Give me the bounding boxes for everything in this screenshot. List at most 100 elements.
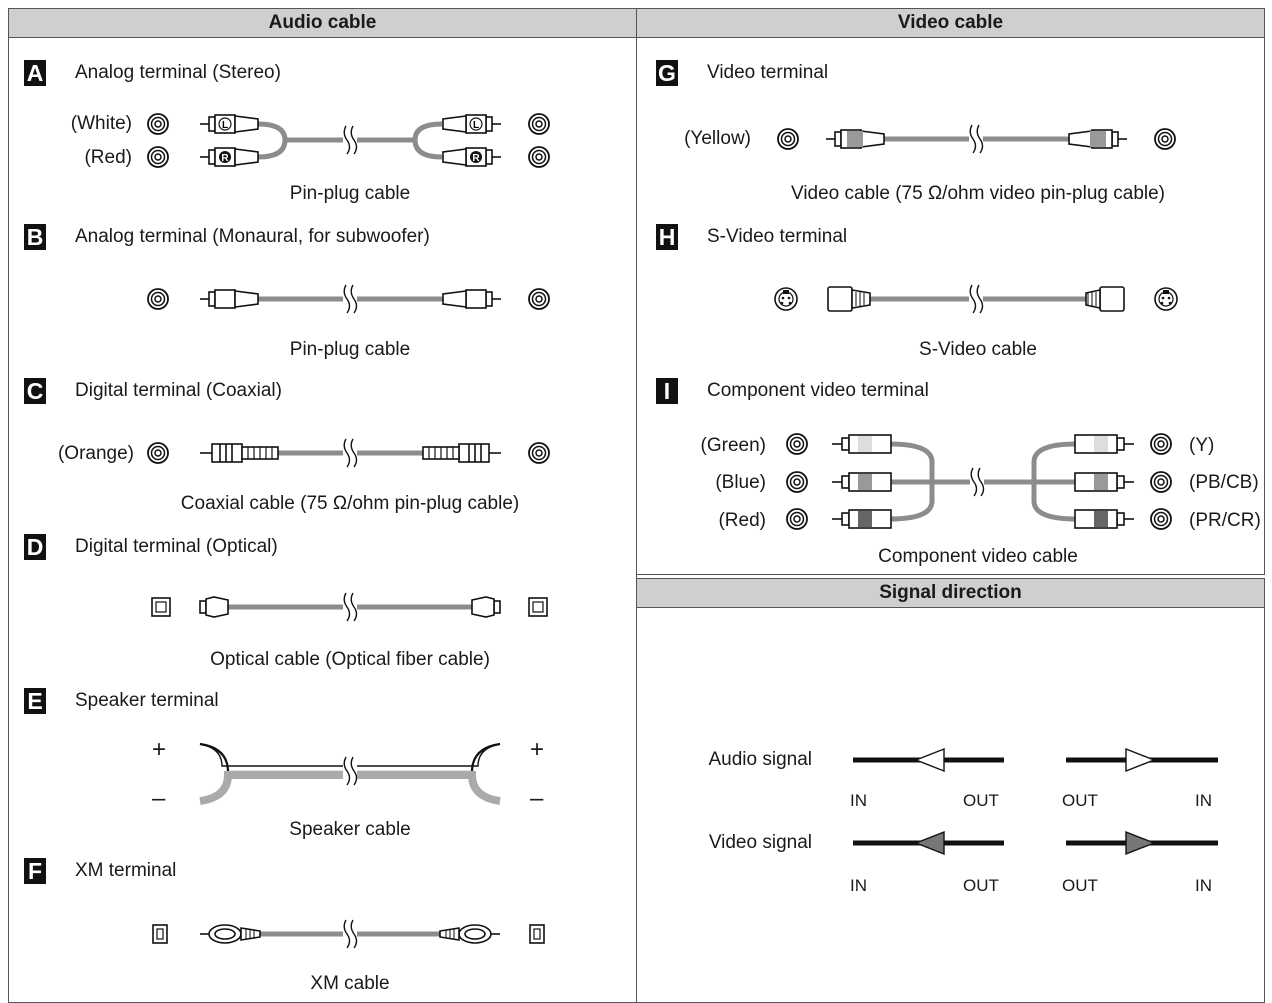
red-channel-label: (Red): [84, 147, 132, 168]
pb-cb-label: (PB/CB): [1189, 472, 1259, 493]
section-b-title: Analog terminal (Monaural, for subwoofer…: [75, 226, 430, 247]
left-plug: [199, 289, 259, 309]
y-output-jack: [1150, 433, 1172, 455]
optical-output-jack: [528, 597, 548, 617]
section-a-badge: A: [24, 60, 46, 86]
section-i-title: Component video terminal: [707, 380, 929, 401]
audio-right-arrow-head: [1125, 747, 1156, 773]
speaker-minus-right: –: [530, 785, 544, 812]
coaxial-input-jack: [147, 442, 169, 464]
xm-right-plug: [439, 924, 500, 944]
section-g-cable-name: Video cable (75 Ω/ohm video pin-plug cab…: [790, 183, 1166, 204]
component-right-plugs: [1074, 434, 1134, 529]
svg-text:L: L: [222, 120, 228, 131]
xm-output-jack: [529, 924, 545, 944]
yellow-input-jack: [777, 128, 799, 150]
white-output-jack: [528, 113, 550, 135]
video-left-out: OUT: [963, 876, 999, 895]
section-d-cable-name: Optical cable (Optical fiber cable): [210, 649, 490, 670]
video-signal-label: Video signal: [708, 832, 812, 853]
optical-right-plug: [471, 596, 501, 618]
section-i-badge: I: [656, 378, 678, 404]
section-b-drawing: [147, 284, 550, 314]
component-red-label: (Red): [718, 510, 766, 531]
video-left-in: IN: [850, 876, 867, 895]
section-a-title: Analog terminal (Stereo): [75, 62, 281, 83]
red-output-jack: [528, 146, 550, 168]
xm-input-jack: [152, 924, 168, 944]
orange-label: (Orange): [57, 443, 134, 464]
yellow-output-jack: [1154, 128, 1176, 150]
svg-text:L: L: [473, 120, 479, 131]
audio-signal-label: Audio signal: [708, 749, 812, 770]
white-channel-label: (White): [70, 113, 132, 134]
pr-cr-label: (PR/CR): [1189, 510, 1261, 531]
pb-output-jack: [1150, 471, 1172, 493]
red-input-jack: [147, 146, 169, 168]
svg-text:R: R: [472, 153, 480, 164]
audio-right-in: IN: [1195, 791, 1212, 810]
speaker-plus-right: +: [530, 736, 545, 763]
audio-left-out: OUT: [963, 791, 999, 810]
output-jack: [528, 288, 550, 310]
section-a-drawing: L R L R: [147, 113, 550, 168]
section-e-cable-name: Speaker cable: [289, 819, 411, 840]
section-c-badge: C: [24, 378, 46, 404]
video-cable-header: Video cable: [636, 8, 1265, 38]
coaxial-output-jack: [528, 442, 550, 464]
video-right-out: OUT: [1062, 876, 1098, 895]
section-h-drawing: [774, 284, 1178, 314]
speaker-minus-left: –: [152, 785, 166, 812]
component-left-plugs: [832, 434, 892, 529]
red-input-jack: [786, 508, 808, 530]
white-input-jack: [147, 113, 169, 135]
section-f-title: XM terminal: [75, 860, 177, 881]
blue-label: (Blue): [715, 472, 766, 493]
signal-direction-header: Signal direction: [636, 578, 1265, 608]
section-e-drawing: [199, 742, 501, 805]
pr-output-jack: [1150, 508, 1172, 530]
section-h-title: S-Video terminal: [707, 226, 848, 247]
section-g-drawing: [777, 124, 1176, 154]
section-b-badge: B: [24, 224, 46, 250]
section-a-cable-name: Pin-plug cable: [289, 183, 411, 204]
video-left-arrow-head: [914, 830, 945, 856]
section-i-cable-name: Component video cable: [878, 546, 1078, 567]
green-input-jack: [786, 433, 808, 455]
video-right-arrow-head: [1125, 830, 1156, 856]
yellow-label: (Yellow): [684, 128, 751, 149]
s-video-output-jack: [1154, 287, 1178, 311]
green-label: (Green): [700, 435, 766, 456]
section-g-badge: G: [656, 60, 678, 86]
speaker-plus-left: +: [152, 736, 167, 763]
right-plug: [442, 289, 502, 309]
audio-signal-arrows: [853, 747, 1218, 773]
xm-left-plug: [200, 924, 261, 944]
coaxial-right-plug: [422, 443, 501, 463]
section-c-drawing: [147, 438, 550, 468]
section-c-title: Digital terminal (Coaxial): [75, 380, 282, 401]
audio-cable-header: Audio cable: [8, 8, 637, 38]
section-d-drawing: [151, 592, 548, 622]
section-c-cable-name: Coaxial cable (75 Ω/ohm pin-plug cable): [180, 493, 520, 514]
input-jack: [147, 288, 169, 310]
section-e-badge: E: [24, 688, 46, 714]
audio-left-in: IN: [850, 791, 867, 810]
y-label: (Y): [1189, 435, 1215, 456]
section-d-badge: D: [24, 534, 46, 560]
s-video-right-plug: [1085, 286, 1125, 312]
s-video-left-plug: [827, 286, 871, 312]
plug-marks: L R L R: [218, 117, 483, 164]
svg-text:R: R: [221, 153, 229, 164]
section-b-cable-name: Pin-plug cable: [289, 339, 411, 360]
section-d-title: Digital terminal (Optical): [75, 536, 278, 557]
audio-right-out: OUT: [1062, 791, 1098, 810]
video-right-in: IN: [1195, 876, 1212, 895]
section-i-drawing: [786, 433, 1172, 530]
section-h-badge: H: [656, 224, 678, 250]
audio-left-arrow-head: [914, 747, 945, 773]
section-f-drawing: [152, 919, 545, 949]
section-f-cable-name: XM cable: [310, 973, 390, 994]
optical-left-plug: [199, 596, 229, 618]
